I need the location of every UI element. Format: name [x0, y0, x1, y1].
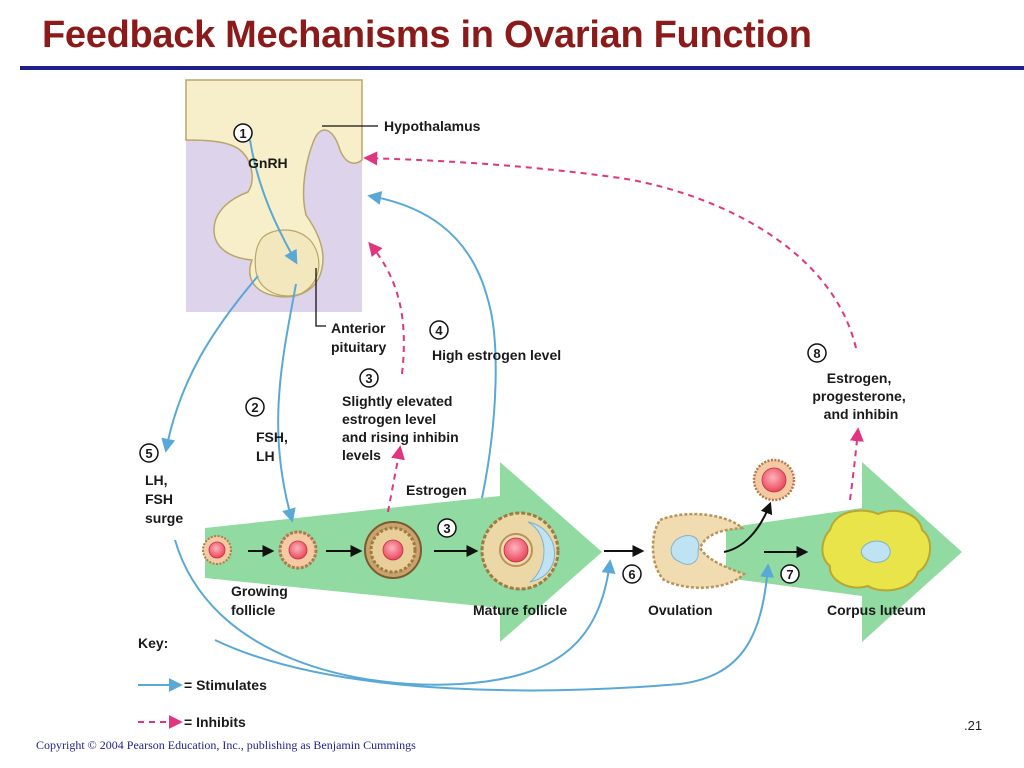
anterior-pituitary-line-1: Anterior	[331, 320, 386, 336]
slightly-elevated-line-2: estrogen level	[342, 411, 436, 427]
step-number-4: 4	[435, 323, 443, 338]
surge-line-2: FSH	[145, 491, 173, 507]
growing-follicle-line-2: follicle	[231, 602, 276, 618]
slide-title: Feedback Mechanisms in Ovarian Function	[42, 14, 812, 56]
luteal-hormones-line-2: progesterone,	[812, 388, 905, 404]
step-number-3a: 3	[365, 371, 372, 386]
brain-panel	[185, 79, 363, 312]
anterior-pituitary-lobe	[254, 229, 320, 297]
inhibit-arrows	[138, 151, 864, 729]
slide-number: .21	[964, 718, 983, 733]
step-badge-8: 8	[807, 343, 827, 363]
secondary-follicle	[364, 521, 422, 579]
estrogen-label: Estrogen	[406, 482, 467, 498]
stimulate-arrows	[138, 139, 775, 692]
step-badge-7: 7	[780, 564, 800, 584]
gnrh-arrow	[249, 139, 298, 265]
surge-to-corpus-luteum-arrow	[214, 563, 775, 692]
released-oocyte	[752, 458, 796, 502]
step-number-7: 7	[786, 567, 793, 582]
corpus-luteum-inhibit-arrow	[849, 427, 864, 501]
fsh-lh-line-1: FSH,	[256, 429, 288, 445]
slightly-elevated-line-1: Slightly elevated	[342, 393, 452, 409]
ruptured-follicle	[651, 512, 747, 589]
mature-follicle-drawing	[480, 511, 560, 591]
key-stimulates-label: = Stimulates	[184, 677, 267, 693]
ovulation-arrow	[723, 501, 773, 553]
luteal-hormones-line-1: Estrogen,	[827, 370, 892, 386]
growing-follicle-label: Growing follicle	[231, 583, 292, 618]
slightly-elevated-line-3: and rising inhibin	[342, 429, 459, 445]
slightly-elevated-label: Slightly elevated estrogen level and ris…	[342, 393, 463, 463]
high-estrogen-arrow	[367, 191, 497, 499]
fsh-lh-label: FSH, LH	[256, 429, 292, 464]
gnrh-label: GnRH	[248, 155, 288, 171]
step-number-2: 2	[251, 400, 258, 415]
surge-line-1: LH,	[145, 472, 168, 488]
slightly-elevated-line-4: levels	[342, 447, 381, 463]
title-divider	[20, 66, 1024, 70]
step-badge-5: 5	[139, 443, 159, 463]
step-badge-3a: 3	[359, 368, 379, 388]
high-estrogen-label: High estrogen level	[432, 347, 561, 363]
step-badge-3b: 3	[437, 518, 457, 538]
step-number-8: 8	[813, 346, 820, 361]
luteal-inhibit-arrow	[363, 151, 857, 349]
luteal-hormones-label: Estrogen, progesterone, and inhibin	[812, 370, 909, 422]
lh-fsh-surge-label: LH, FSH surge	[145, 472, 183, 526]
corpus-luteum-label: Corpus luteum	[827, 602, 926, 618]
key-inhibits-label: = Inhibits	[184, 714, 246, 730]
ovulation-label: Ovulation	[648, 602, 713, 618]
surge-to-ovulation-arrow	[174, 539, 616, 686]
primary-follicle	[278, 530, 318, 570]
pituitary-leader	[315, 268, 326, 327]
lh-fsh-surge-arrow	[161, 275, 259, 453]
hypothalamus-tissue	[185, 79, 363, 298]
slight-estrogen-inhibit-arrow	[368, 241, 405, 375]
step-badge-6: 6	[622, 564, 642, 584]
corpus-luteum-drawing	[821, 509, 932, 592]
estrogen-inhibit-arrow	[387, 445, 405, 513]
anterior-pituitary-line-2: pituitary	[331, 339, 386, 355]
step-badge-4: 4	[429, 320, 449, 340]
hypothalamus-label: Hypothalamus	[384, 118, 481, 134]
primordial-follicle	[202, 535, 232, 565]
step-badge-2: 2	[245, 397, 265, 417]
luteal-hormones-line-3: and inhibin	[824, 406, 899, 422]
surge-line-3: surge	[145, 510, 183, 526]
fsh-lh-line-2: LH	[256, 448, 275, 464]
growing-follicle-line-1: Growing	[231, 583, 288, 599]
fsh-lh-arrow	[277, 283, 297, 523]
step-number-1: 1	[239, 126, 246, 141]
key-title: Key:	[138, 635, 168, 651]
step-badge-1: 1	[233, 123, 253, 143]
copyright-notice: Copyright © 2004 Pearson Education, Inc.…	[36, 738, 416, 752]
step-number-5: 5	[145, 446, 152, 461]
step-number-6: 6	[628, 567, 635, 582]
mature-follicle-label: Mature follicle	[473, 602, 567, 618]
step-number-3b: 3	[443, 521, 450, 536]
anterior-pituitary-label: Anterior pituitary	[331, 320, 389, 355]
